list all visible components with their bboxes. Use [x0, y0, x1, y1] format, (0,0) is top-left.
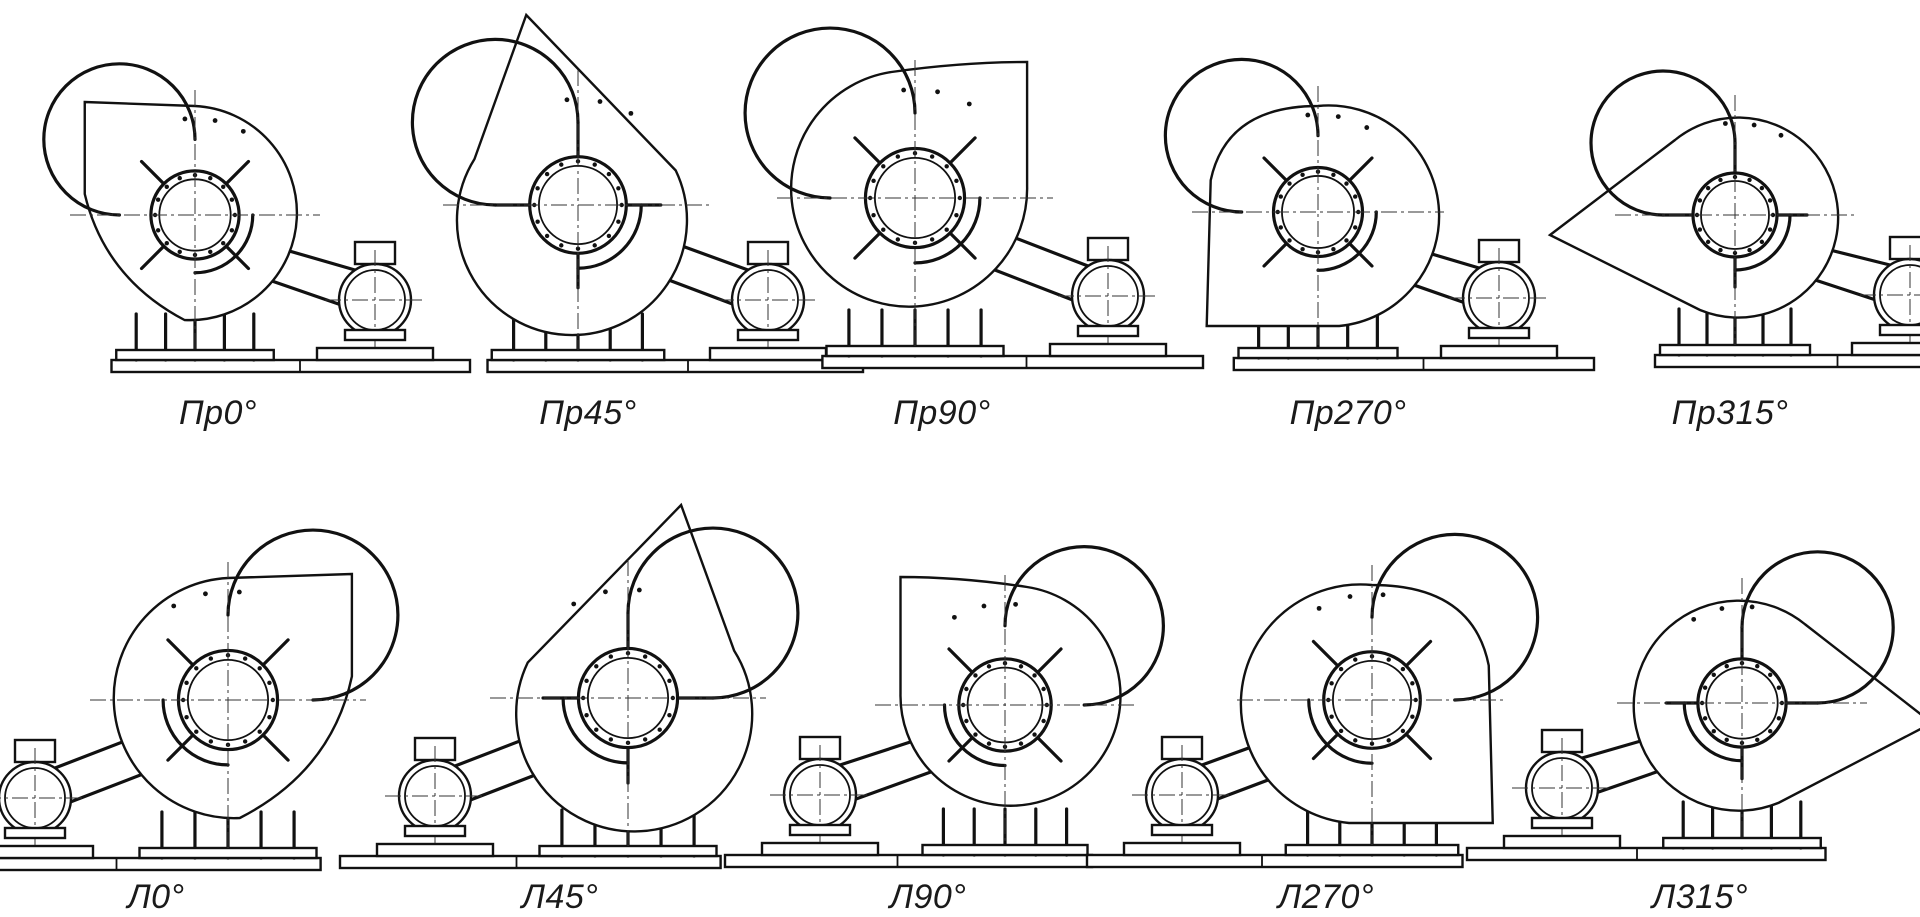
fan-pr270	[1163, 57, 1596, 372]
caption-l0: Л0°	[127, 878, 185, 916]
caption-pr0: Пр0°	[178, 394, 258, 432]
fan-l45	[338, 502, 800, 870]
fan-pr315	[1547, 69, 1920, 369]
caption-l45: Л45°	[521, 878, 599, 916]
fan-l270	[1085, 532, 1540, 869]
fan-pr45	[410, 12, 865, 374]
fan-pr90	[743, 26, 1205, 370]
caption-pr45: Пр45°	[539, 394, 637, 432]
caption-l270: Л270°	[1277, 878, 1375, 916]
caption-pr270: Пр270°	[1289, 394, 1407, 432]
caption-l90: Л90°	[889, 878, 967, 916]
fan-l315	[1465, 550, 1920, 862]
caption-l315: Л315°	[1651, 878, 1749, 916]
fan-pr0	[42, 62, 472, 374]
caption-pr315: Пр315°	[1671, 394, 1789, 432]
fan-l90	[723, 545, 1165, 869]
fan-l0	[0, 528, 400, 872]
caption-pr90: Пр90°	[893, 394, 991, 432]
